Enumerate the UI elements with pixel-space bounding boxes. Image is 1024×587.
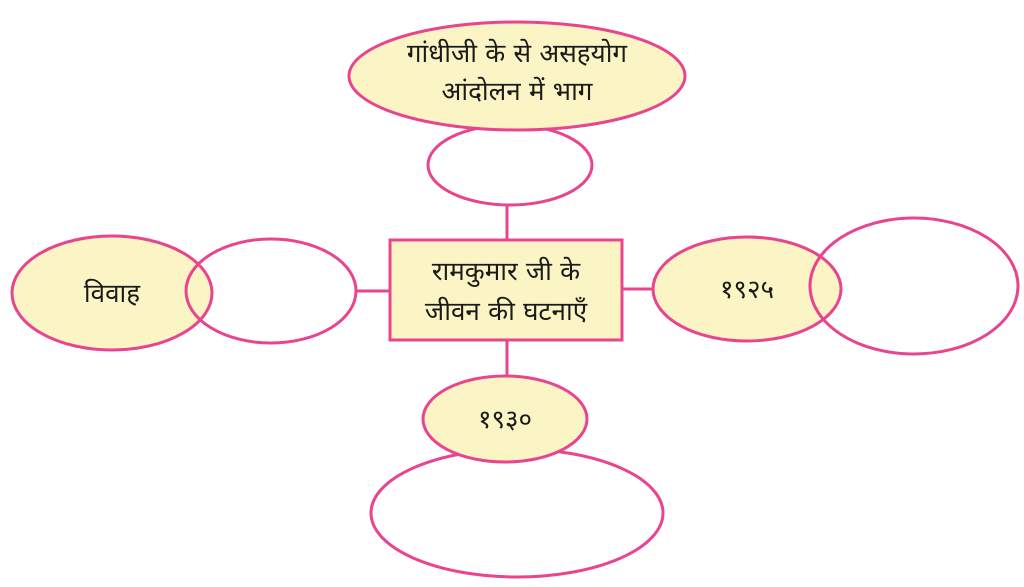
bottom-filled-ellipse	[421, 374, 589, 464]
center-box-text-line1: रामकुमार जी के	[432, 256, 581, 287]
bottom-ellipse-text: १९३०	[478, 405, 532, 435]
right-ellipse-text: १९२५	[720, 275, 774, 305]
left-ellipse-text: विवाह	[84, 278, 141, 309]
right-blank-ellipse	[808, 216, 1020, 356]
center-box-text-line2: जीवन की घटनाएँ	[425, 296, 588, 327]
bottom-blank-ellipse	[369, 447, 665, 579]
left-blank-ellipse	[184, 237, 358, 345]
top-filled-ellipse	[347, 20, 687, 132]
right-filled-ellipse	[651, 235, 843, 343]
top-blank-ellipse	[426, 123, 594, 207]
center-box	[388, 238, 624, 342]
left-filled-ellipse	[10, 234, 214, 352]
top-ellipse-text-line2: आंदोलन में भाग	[442, 76, 593, 107]
top-ellipse-text-line1: गांधीजी के से असहयोग	[407, 38, 628, 69]
